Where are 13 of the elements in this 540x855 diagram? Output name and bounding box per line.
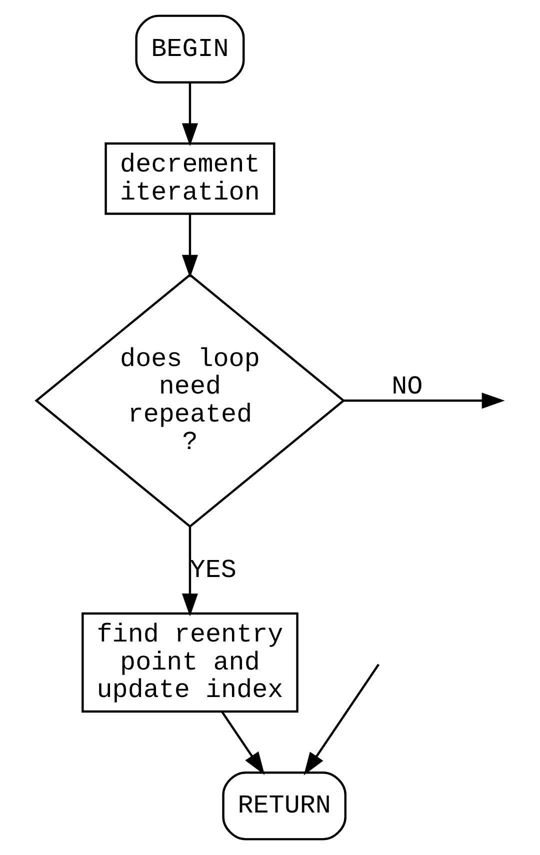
arrow	[182, 527, 198, 617]
arrow	[221, 711, 265, 775]
arrow	[182, 214, 198, 278]
node-diamond: does loop need repeated ?	[34, 273, 346, 528]
edge-label: YES	[190, 554, 236, 585]
arrow	[344, 392, 505, 409]
node-box: BEGIN	[135, 14, 245, 84]
arrow	[182, 82, 198, 146]
node-box: decrement iteration	[104, 142, 276, 215]
edge-label: NO	[392, 372, 423, 402]
arrow	[304, 664, 380, 776]
node-box: RETURN	[222, 771, 346, 840]
node-box: find reentry point and update index	[82, 612, 298, 713]
